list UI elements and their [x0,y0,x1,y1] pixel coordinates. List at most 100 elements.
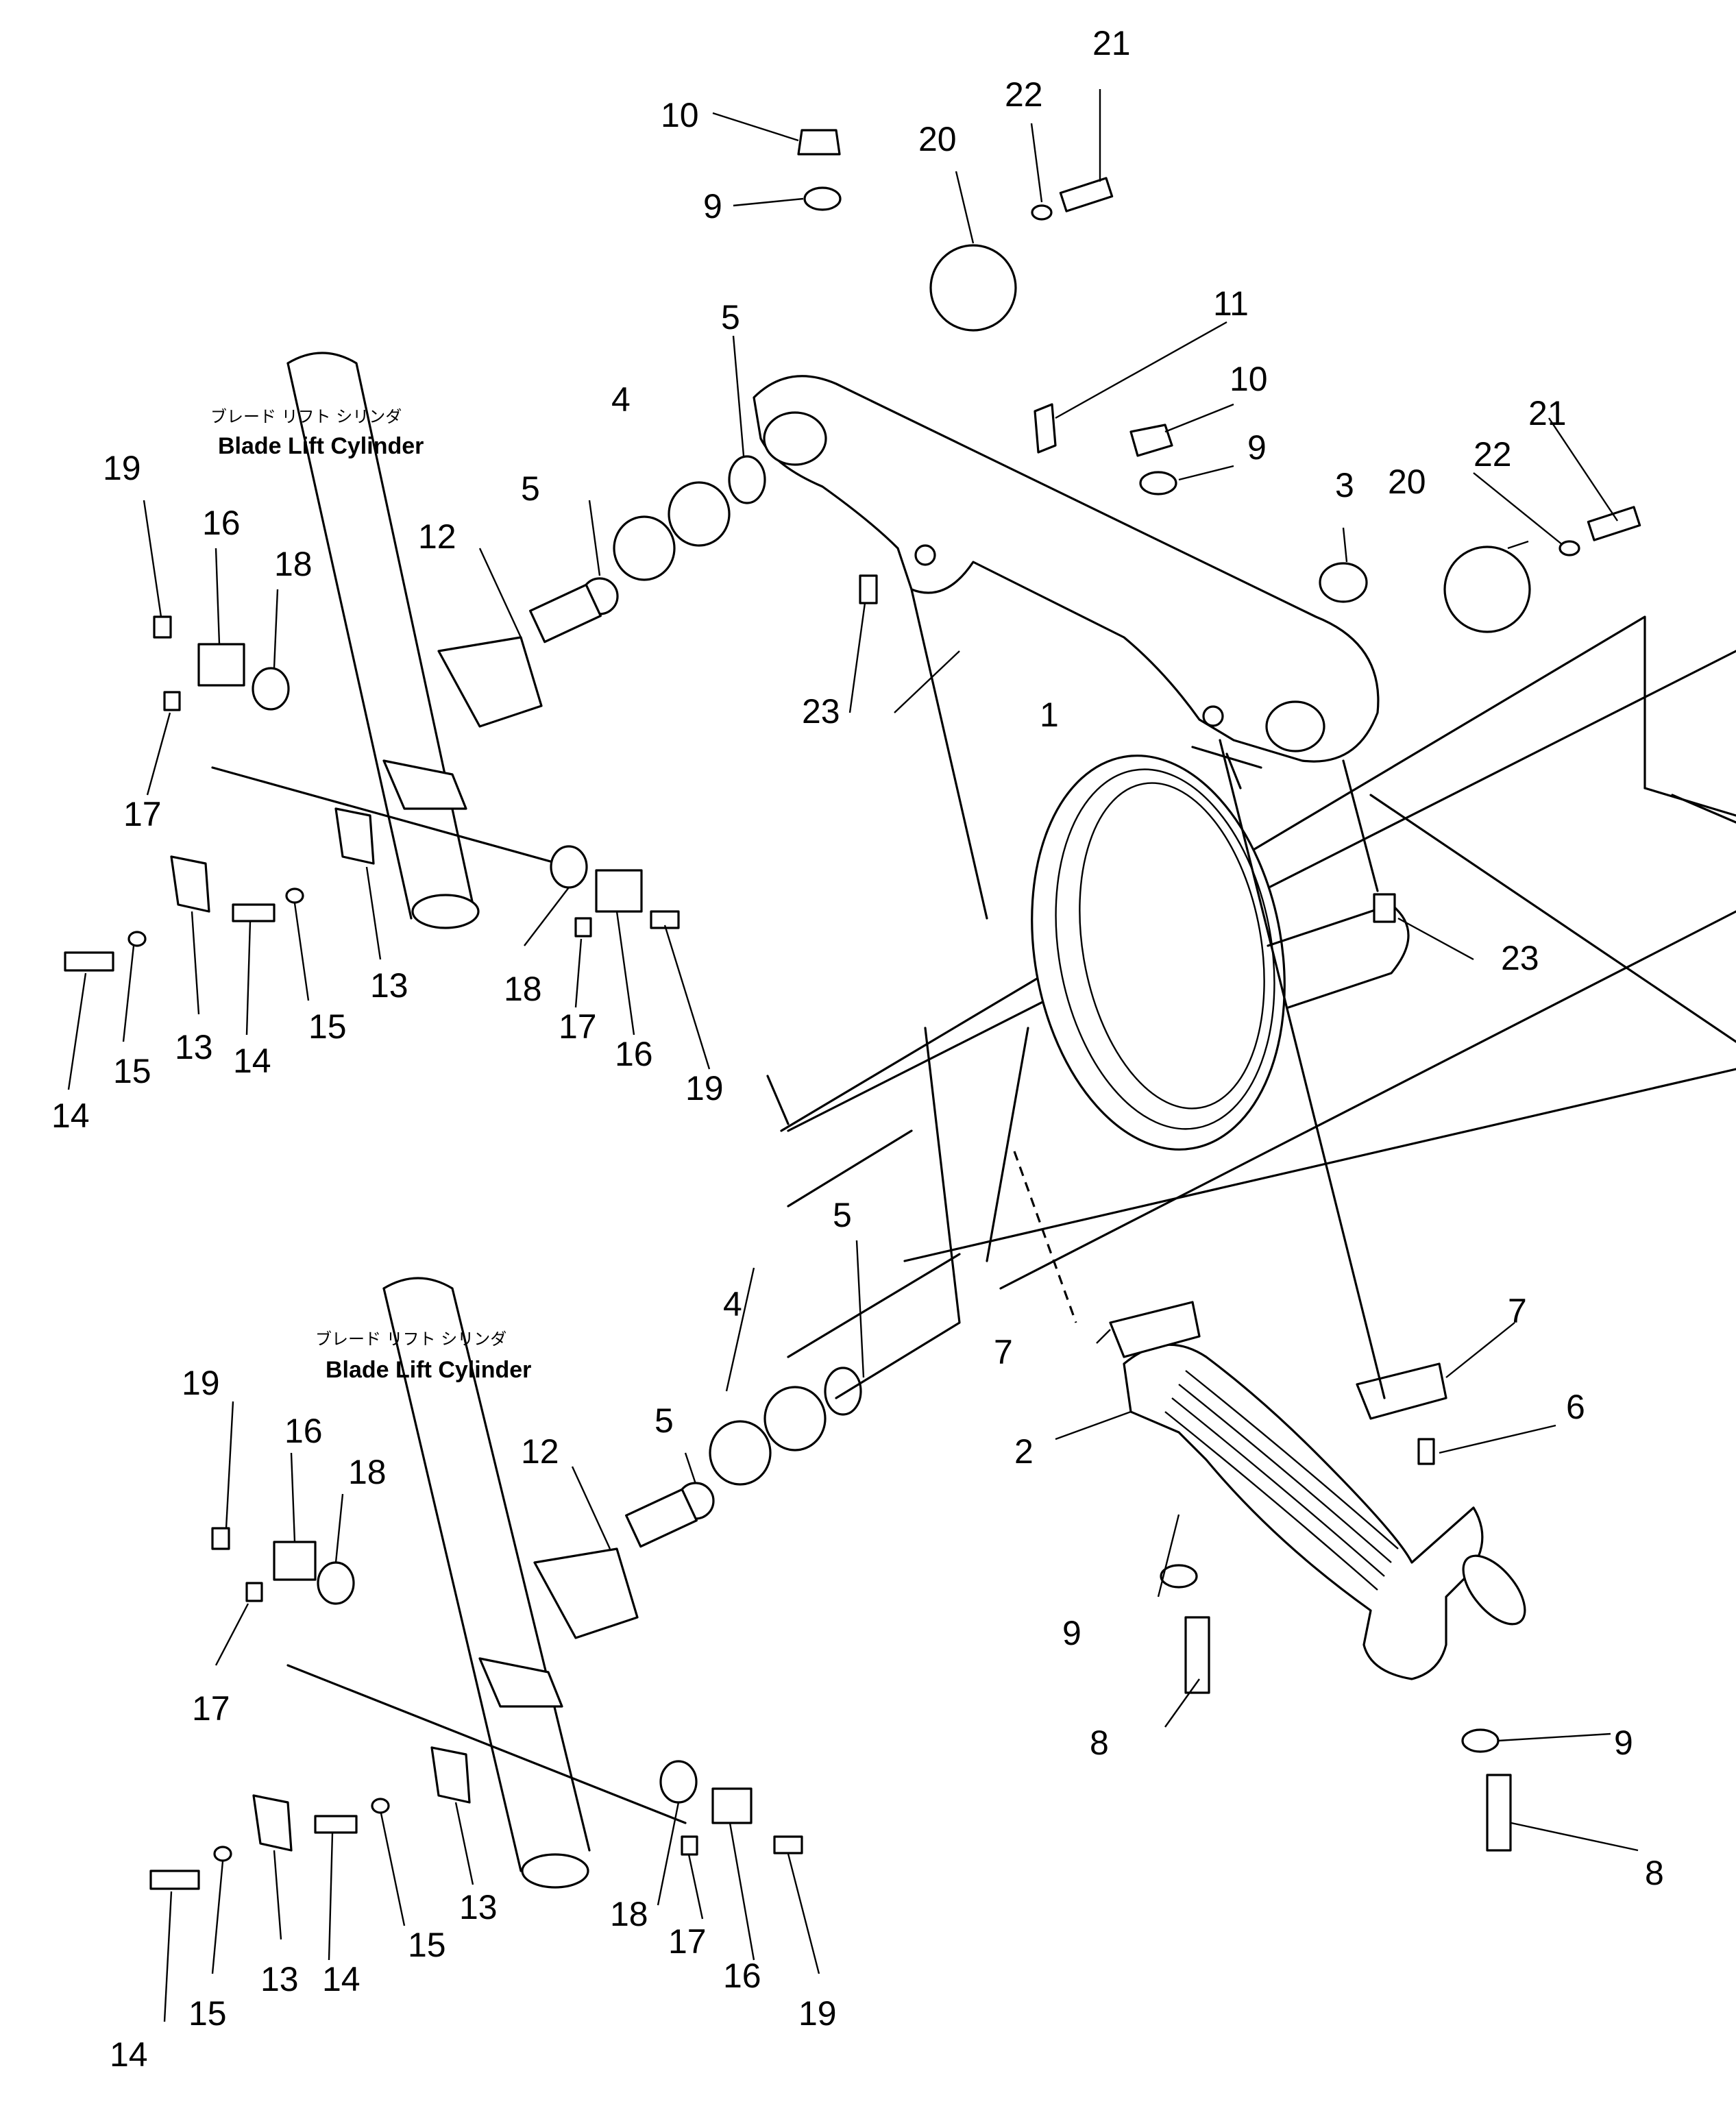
callout-15: 15 [113,1052,151,1090]
nut-10-right [1129,424,1173,457]
callout-6: 6 [1566,1388,1585,1426]
pin-17-ll [245,1582,263,1602]
bolt-14-ul-b [64,951,114,972]
callout-23: 23 [1501,939,1539,977]
callout-18: 18 [610,1895,648,1933]
pin-17-ur [574,917,592,938]
bushing-4-b [613,515,676,581]
blade-lift-cylinder-lower [286,1277,687,1889]
callout-19: 19 [103,449,141,487]
sleeve-16-ur [595,869,643,913]
cap-13-ll-b [430,1746,471,1804]
bolt-8-right [1486,1774,1512,1852]
clamp-7-left [1109,1301,1201,1358]
callout-23: 23 [802,692,840,731]
cylinder-label-en-lower: Blade Lift Cylinder [326,1357,531,1383]
callout-19: 19 [685,1069,724,1107]
callout-1: 1 [1040,696,1059,734]
bolt-8-left [1184,1616,1210,1694]
callout-20: 20 [918,120,957,158]
washer-15-ll-b [213,1846,232,1862]
sleeve-16-lr [711,1787,753,1824]
callout-18: 18 [348,1453,387,1491]
callout-5: 5 [721,298,740,336]
fitting-19-lr [773,1835,803,1854]
bushing-4-a [668,481,731,547]
callout-12: 12 [521,1432,559,1471]
washer-15-ul-b [127,931,147,947]
washer-15-ul-a [285,887,304,904]
bolt-14-ll-a [314,1815,358,1834]
washer-9-right [1139,471,1177,495]
plate-20-right [1443,546,1531,633]
callout-15: 15 [188,1994,227,2033]
washer-22-right [1558,540,1580,556]
washer-9-top [803,186,842,211]
callout-14: 14 [110,2035,148,2074]
cap-13-ul-b [334,807,375,865]
callout-12: 12 [418,517,456,556]
callout-15: 15 [308,1007,347,1046]
callout-5: 5 [655,1401,674,1440]
cap-13-ul-a [170,855,210,913]
bushing-3 [1319,562,1368,603]
fitting-19-ul [153,615,172,639]
bolt-14-ll-b [149,1870,200,1890]
seal-5-bottom-r [824,1367,862,1416]
seal-18-lr [659,1760,698,1804]
fitting-19-ll [211,1527,230,1550]
callout-19: 19 [182,1364,220,1402]
callout-13: 13 [175,1028,213,1066]
pin-17-ul [163,691,181,711]
callout-21: 21 [1092,24,1131,62]
callout-7: 7 [994,1333,1013,1371]
callout-13: 13 [260,1960,299,1998]
plate-20-left [929,244,1017,332]
clamp-7-right [1356,1362,1447,1420]
lower-cap-bracket [1123,1343,1526,1680]
seal-18-ll [317,1561,355,1605]
callout-3: 3 [1335,466,1354,504]
washer-9-bottom-l [1160,1564,1198,1589]
grease-fitting-23-left [859,574,878,604]
pin-6 [1417,1438,1435,1465]
seal-18-ul [252,667,290,711]
callout-16: 16 [723,1957,761,1995]
pin-12-upper [529,583,602,644]
callout-9: 9 [1062,1614,1081,1652]
washer-22-top [1031,204,1053,221]
cylinder-label-lower: ブレード リフト シリンダ Blade Lift Cylinder [315,1330,531,1383]
callout-21: 21 [1528,394,1567,432]
callout-9: 9 [1247,428,1267,467]
callout-5: 5 [521,469,540,508]
trunnion-arm [753,375,1380,763]
callout-16: 16 [615,1035,653,1073]
grease-fitting-11 [1034,403,1057,454]
blade-lift-cylinder-upper [211,352,584,929]
callout-14: 14 [51,1097,90,1135]
callout-16: 16 [284,1412,323,1450]
callout-14: 14 [322,1960,360,1998]
callout-2: 2 [1014,1432,1034,1471]
callout-5: 5 [833,1196,852,1234]
cylinder-label-en-upper: Blade Lift Cylinder [218,433,424,459]
yoke-12-lower [533,1547,639,1639]
callout-15: 15 [408,1926,446,1964]
cylinder-label-upper: ブレード リフト シリンダ Blade Lift Cylinder [210,407,424,459]
callout-17: 17 [192,1689,230,1728]
cap-13-ll-a [252,1794,293,1852]
callout-4: 4 [611,380,631,419]
small-parts [64,129,1641,1890]
callout-20: 20 [1388,463,1426,501]
callout-18: 18 [504,970,542,1008]
bolt-14-ul-a [232,903,276,922]
nut-10-top [797,129,841,156]
callout-13: 13 [370,966,408,1005]
callout-18: 18 [274,545,313,583]
bolt-21-top [1059,177,1114,212]
callout-4: 4 [723,1285,742,1323]
leader-lines [67,89,1639,2022]
callout-8: 8 [1645,1854,1664,1892]
pin-12-lower [625,1488,698,1548]
